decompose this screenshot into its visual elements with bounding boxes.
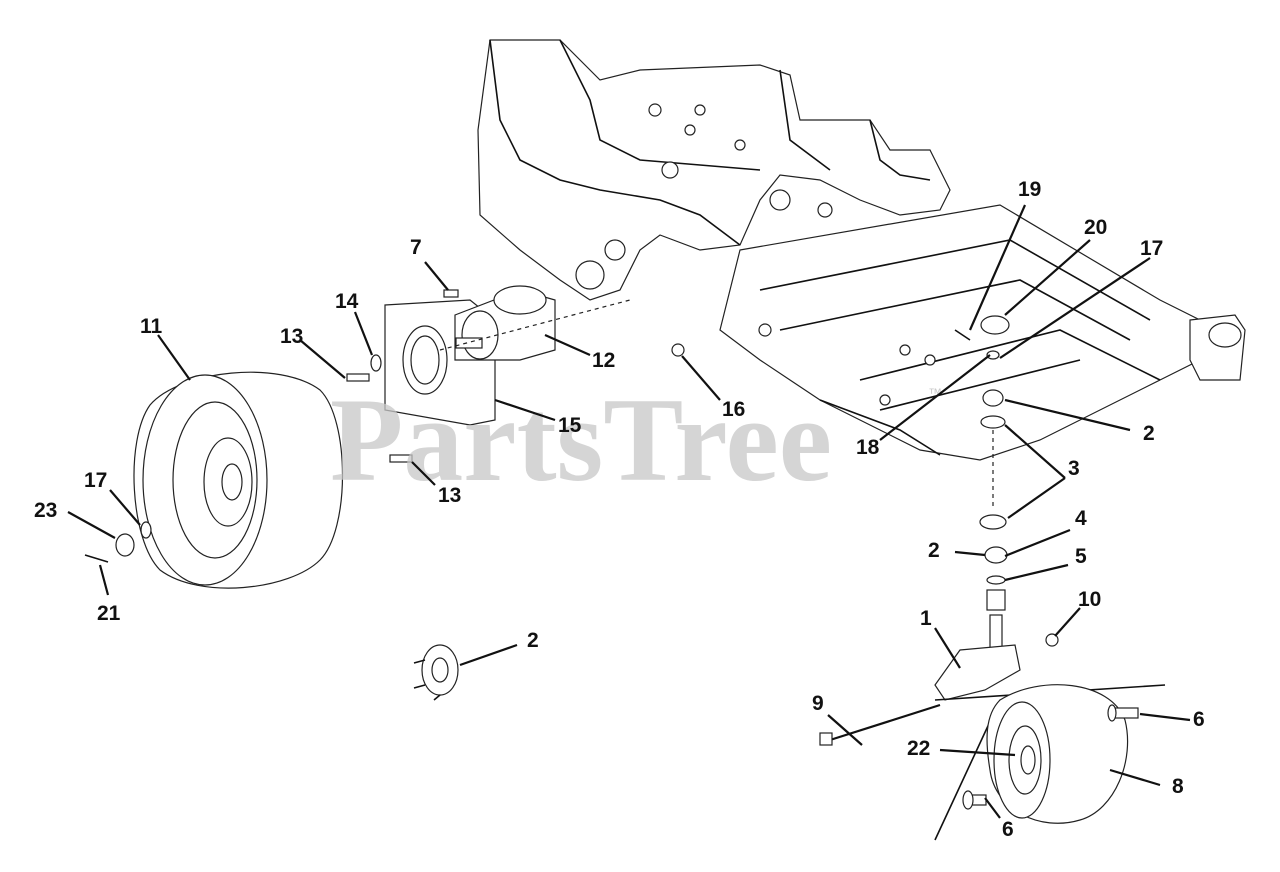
leader-lines — [67, 204, 1191, 819]
partstree-watermark: PartsTree ™ — [330, 373, 942, 506]
callout-2-lower: 2 — [928, 539, 940, 562]
callout-4: 4 — [1075, 507, 1087, 530]
callout-1: 1 — [920, 607, 932, 630]
svg-text:PartsTree: PartsTree — [330, 373, 832, 506]
callout-18: 18 — [856, 436, 880, 459]
svg-text:™: ™ — [928, 385, 942, 401]
callout-14: 14 — [335, 290, 359, 313]
callout-6-lower: 6 — [1002, 818, 1014, 841]
callout-13-upper: 13 — [280, 325, 303, 348]
callout-15: 15 — [558, 414, 582, 437]
callout-8: 8 — [1172, 775, 1184, 798]
callout-5: 5 — [1075, 545, 1087, 568]
callout-labels: 11 13 14 7 12 15 13 16 17 23 21 2 19 20 … — [34, 178, 1205, 841]
callout-17-right: 17 — [1140, 237, 1163, 260]
callout-9: 9 — [812, 692, 824, 715]
hardware — [84, 289, 1059, 746]
caster-wheel — [962, 684, 1139, 824]
callout-12: 12 — [592, 349, 615, 372]
rear-tire — [133, 371, 344, 589]
callout-2-upper: 2 — [1143, 422, 1155, 445]
callout-19: 19 — [1018, 178, 1041, 201]
callout-16: 16 — [722, 398, 745, 421]
callout-23: 23 — [34, 499, 57, 522]
callout-11: 11 — [140, 315, 163, 338]
callout-22: 22 — [907, 737, 930, 760]
callout-2-hub: 2 — [527, 629, 539, 652]
callout-21: 21 — [97, 602, 121, 625]
callout-13-lower: 13 — [438, 484, 461, 507]
wheel-motor-assembly — [384, 285, 631, 426]
callout-17-left: 17 — [84, 469, 107, 492]
callout-10: 10 — [1078, 588, 1101, 611]
wheel-hub — [413, 644, 459, 701]
callout-3: 3 — [1068, 457, 1080, 480]
callout-20: 20 — [1084, 216, 1107, 239]
callout-6-upper: 6 — [1193, 708, 1205, 731]
callout-7: 7 — [410, 236, 422, 259]
